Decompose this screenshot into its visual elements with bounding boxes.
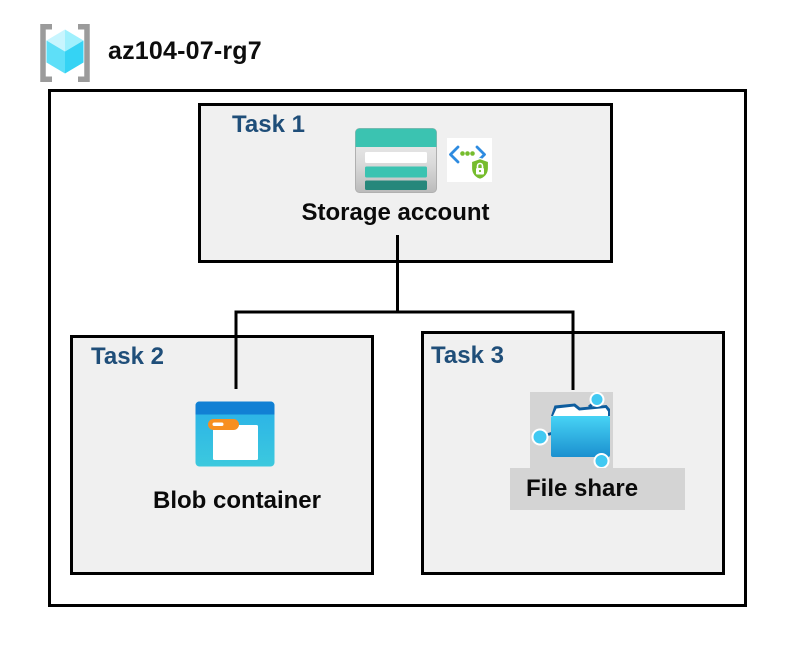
file-share-label-band: File share — [510, 468, 685, 510]
task3-label: Task 3 — [431, 342, 504, 369]
task2-label: Task 2 — [91, 343, 164, 370]
storage-account-label: Storage account — [301, 199, 490, 226]
file-share-icon-plate — [530, 392, 613, 468]
task2-box: Task 2 Blob container — [70, 335, 374, 575]
file-share-icon — [531, 392, 610, 468]
resource-group-title: az104-07-rg7 — [108, 37, 262, 65]
task1-box: Task 1 — [198, 103, 613, 263]
task3-box: Task 3 File share — [421, 331, 725, 575]
secure-access-icon — [447, 138, 492, 182]
blob-container-icon — [195, 401, 275, 467]
resource-group-icon — [40, 24, 90, 82]
blob-container-label: Blob container — [152, 487, 321, 514]
file-share-label: File share — [526, 474, 639, 502]
task1-label: Task 1 — [232, 111, 305, 138]
storage-account-icon — [355, 128, 437, 193]
